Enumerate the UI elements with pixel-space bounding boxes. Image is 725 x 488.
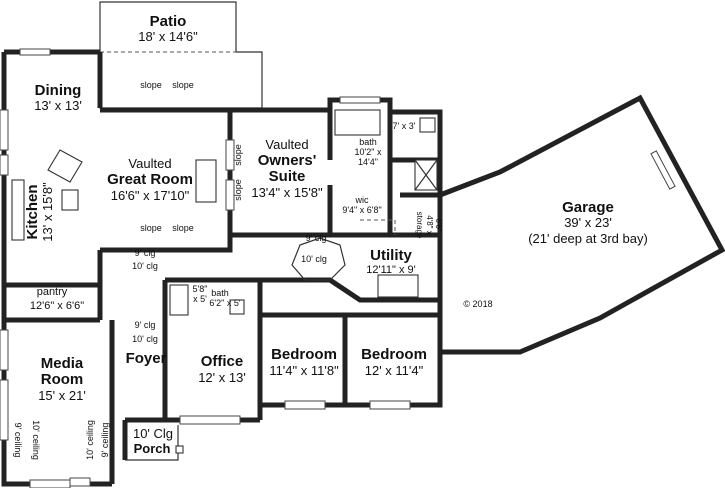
fixtures	[11, 109, 438, 316]
bedroom1-dims: 11'4" x 11'8"	[269, 363, 339, 378]
dining-dims: 13' x 13'	[34, 98, 82, 113]
owners-suite-name-1: Owners'	[258, 152, 317, 169]
kitchen-name: Kitchen	[24, 184, 41, 239]
hall-toilet	[229, 299, 245, 315]
media-room-name-1: Media	[41, 355, 84, 372]
foyer-name: Foyer	[126, 350, 167, 367]
owners-suite-prefix: Vaulted	[265, 137, 308, 152]
porch-post	[175, 445, 184, 454]
pantry-name: pantry	[37, 286, 68, 298]
bedroom2-name: Bedroom	[361, 346, 427, 363]
hall-closet-dims-2: x 5'	[193, 294, 207, 304]
owners-suite-dims: 13'4" x 15'8"	[251, 185, 323, 200]
windows	[0, 48, 676, 488]
storage-dims: 4'8" x	[425, 215, 434, 235]
media-room-name-2: Room	[41, 371, 84, 388]
fireplace	[195, 159, 217, 203]
wc-dims: 7' x 3'	[393, 121, 416, 131]
slope-great-left: slope	[140, 223, 162, 233]
hall-tub	[169, 284, 189, 316]
storage-dims-2: 6'6"	[434, 218, 443, 231]
slope-patio-right: slope	[172, 80, 194, 90]
bedroom2-dims: 12' x 11'4"	[365, 363, 424, 378]
hall-closet-dims-1: 5'8"	[193, 284, 208, 294]
clg-10-foyer: 10' clg	[132, 334, 158, 344]
owner-bath-dims-1: 10'2" x	[355, 147, 382, 157]
toilet	[419, 117, 436, 133]
kitchen-dims: 13' x 15'8"	[40, 182, 55, 242]
storage-name: storage	[415, 212, 424, 239]
office-name: Office	[201, 353, 244, 370]
washer-dryer	[377, 274, 419, 298]
clg-9-foyer: 9' clg	[135, 320, 156, 330]
ceiling-9-media: 9' ceiling	[13, 423, 23, 458]
owners-bath-walls	[327, 110, 440, 235]
porch-name: Porch	[134, 441, 171, 456]
garage-name: Garage	[562, 199, 614, 216]
utility-name: Utility	[370, 247, 412, 264]
garage-dims: 39' x 23'	[564, 215, 612, 230]
slope-suite-top: slope	[233, 144, 243, 166]
octagon-ceiling	[291, 237, 346, 281]
garage-note: (21' deep at 3rd bay)	[528, 231, 648, 246]
porch-outline	[125, 425, 179, 461]
central-wall	[100, 232, 330, 253]
labels: Patio 18' x 14'6" Dining 13' x 13' Vault…	[13, 13, 648, 460]
utility-dims: 12'11" x 9'	[366, 264, 416, 276]
pantry-walls	[4, 250, 103, 323]
utility-dash	[360, 219, 396, 235]
owners-suite-name-2: Suite	[269, 168, 306, 185]
great-room-dims: 16'6" x 17'10"	[111, 188, 190, 203]
patio-dims: 18' x 14'6"	[138, 29, 198, 44]
slope-great-right: slope	[172, 223, 194, 233]
owner-bath-name: bath	[359, 137, 377, 147]
clg-10-octagon: 10' clg	[301, 254, 327, 264]
clg-9-octagon: 9' clg	[306, 233, 327, 243]
office-dims: 12' x 13'	[198, 370, 246, 385]
wic-dims: 9'4" x 6'8"	[342, 205, 381, 215]
clg-9-hall: 9' clg	[135, 248, 156, 258]
media-room-dims: 15' x 21'	[38, 388, 86, 403]
ceiling-10-media: 10' ceiling	[31, 420, 41, 460]
copyright: © 2018	[463, 299, 492, 309]
hall-bath-dims: 6'2" x 5'	[209, 298, 240, 308]
wic-name: wic	[355, 195, 369, 205]
dining-name: Dining	[35, 82, 82, 99]
great-room-name: Great Room	[107, 171, 193, 188]
sink	[61, 189, 79, 211]
slope-suite-bottom: slope	[233, 179, 243, 201]
ceiling-9-media-east: 9' ceiling	[100, 423, 110, 458]
patio-name: Patio	[150, 13, 187, 30]
porch-ceiling: 10' Clg	[133, 426, 173, 441]
kitchen-counter	[11, 179, 25, 241]
great-room-prefix: Vaulted	[128, 156, 171, 171]
ceiling-10-media-east: 10' ceiling	[85, 420, 95, 460]
kitchen-island	[47, 149, 83, 183]
pantry-dims: 12'6" x 6'6"	[30, 300, 84, 312]
garage-walls	[437, 94, 725, 355]
owner-bath-dims-2: 14'4"	[358, 157, 378, 167]
bedroom1-name: Bedroom	[271, 346, 337, 363]
clg-10-hall: 10' clg	[132, 261, 158, 271]
hall-bath-name: bath	[211, 288, 229, 298]
slope-patio-left: slope	[140, 80, 162, 90]
